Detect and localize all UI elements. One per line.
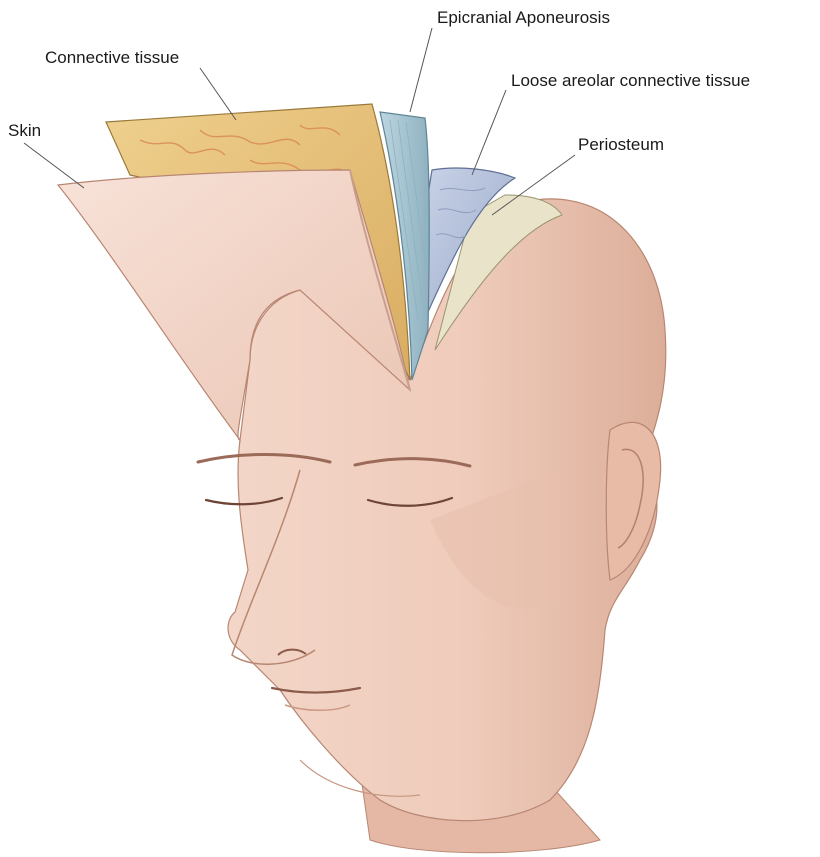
- label-loose-areolar: Loose areolar connective tissue: [511, 71, 750, 91]
- label-connective-tissue: Connective tissue: [45, 48, 179, 68]
- leader-skin: [24, 143, 84, 188]
- leader-connective: [200, 68, 236, 120]
- ear: [606, 422, 660, 580]
- label-periosteum: Periosteum: [578, 135, 664, 155]
- label-epicranial-aponeurosis: Epicranial Aponeurosis: [437, 8, 610, 28]
- label-skin: Skin: [8, 121, 41, 141]
- leader-loose: [472, 90, 506, 175]
- leader-epicranial: [410, 28, 432, 112]
